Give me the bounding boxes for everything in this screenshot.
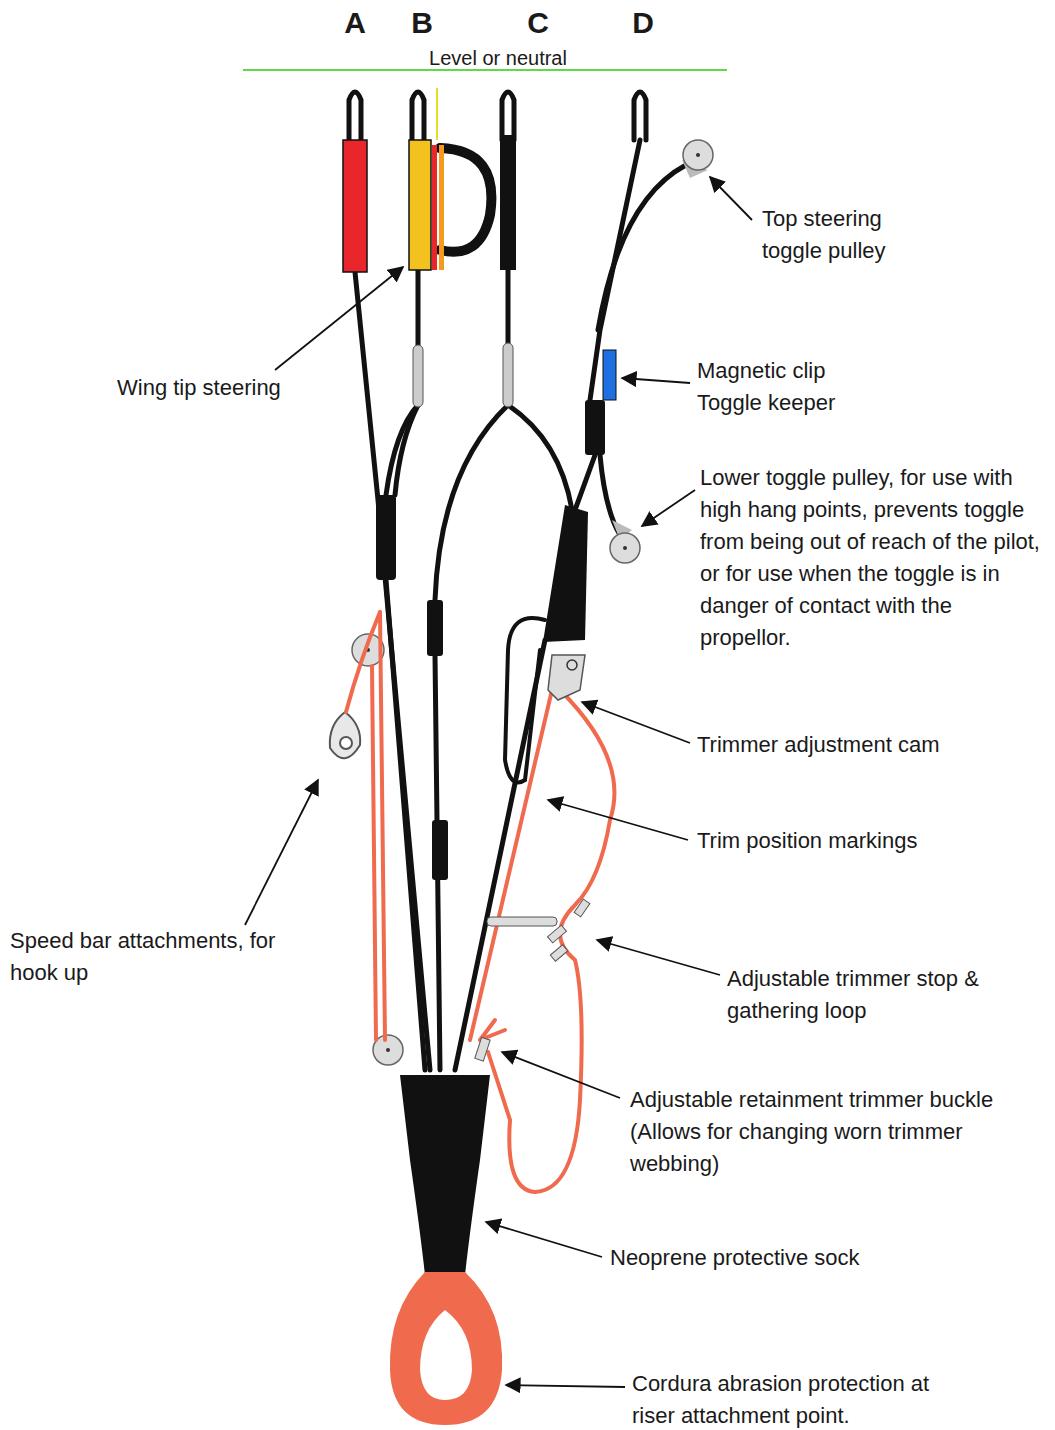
b-strip (439, 145, 444, 270)
magnetic-clip (603, 350, 616, 400)
part-label: Top steering toggle pulley (762, 203, 922, 267)
level-line (243, 69, 727, 71)
neoprene-sock (400, 1075, 490, 1275)
trimmer-stop (548, 925, 567, 943)
riser-webbing (349, 92, 686, 1070)
pulley (352, 140, 713, 1065)
part-label: Adjustable retainment trimmer buckle (630, 1084, 1052, 1116)
part-label: Trimmer adjustment cam (697, 729, 1017, 761)
speed-bar-hook (340, 737, 352, 749)
sleeve (376, 495, 396, 580)
part-label: Speed bar attachments, for hook up (10, 925, 278, 989)
riser-letter: B (402, 6, 442, 40)
sleeve (432, 820, 448, 880)
a-sleeve (343, 140, 367, 272)
c-sleeve (500, 135, 516, 270)
part-label: Neoprene protective sock (610, 1242, 930, 1274)
riser-letter: C (518, 6, 558, 40)
sleeve (427, 600, 443, 656)
part-label: Magnetic clip Toggle keeper (697, 355, 862, 419)
part-label: Cordura abrasion protection at riser att… (632, 1368, 950, 1430)
riser-letter: D (623, 6, 663, 40)
part-label: Trim position markings (697, 825, 997, 857)
leader-line (245, 177, 752, 1387)
steering-line (436, 88, 438, 140)
b-sleeve (409, 140, 431, 270)
trimmer-stop (574, 899, 590, 917)
d-sleeve (543, 505, 588, 642)
sleeve (585, 400, 605, 455)
trimmer-buckle (475, 1037, 490, 1061)
part-label: Adjustable trimmer stop & gathering loop (727, 963, 989, 1027)
part-label: Wing tip steering (117, 372, 337, 404)
riser-letter: A (335, 6, 375, 40)
part-note: (Allows for changing worn trimmer webbin… (630, 1116, 1052, 1180)
trimmer-stop (550, 945, 567, 961)
trimmer-cam (548, 655, 585, 700)
maillon (413, 345, 423, 407)
cordura-loop (390, 1272, 502, 1425)
maillon (503, 343, 513, 407)
level-label: Level or neutral (418, 42, 578, 74)
speed-bar-hook (330, 712, 360, 758)
part-label: Lower toggle pulley, for use with high h… (700, 462, 1048, 654)
trimmer-cam (567, 660, 577, 670)
trimmer-stop (487, 917, 557, 926)
b-strip (432, 145, 437, 270)
